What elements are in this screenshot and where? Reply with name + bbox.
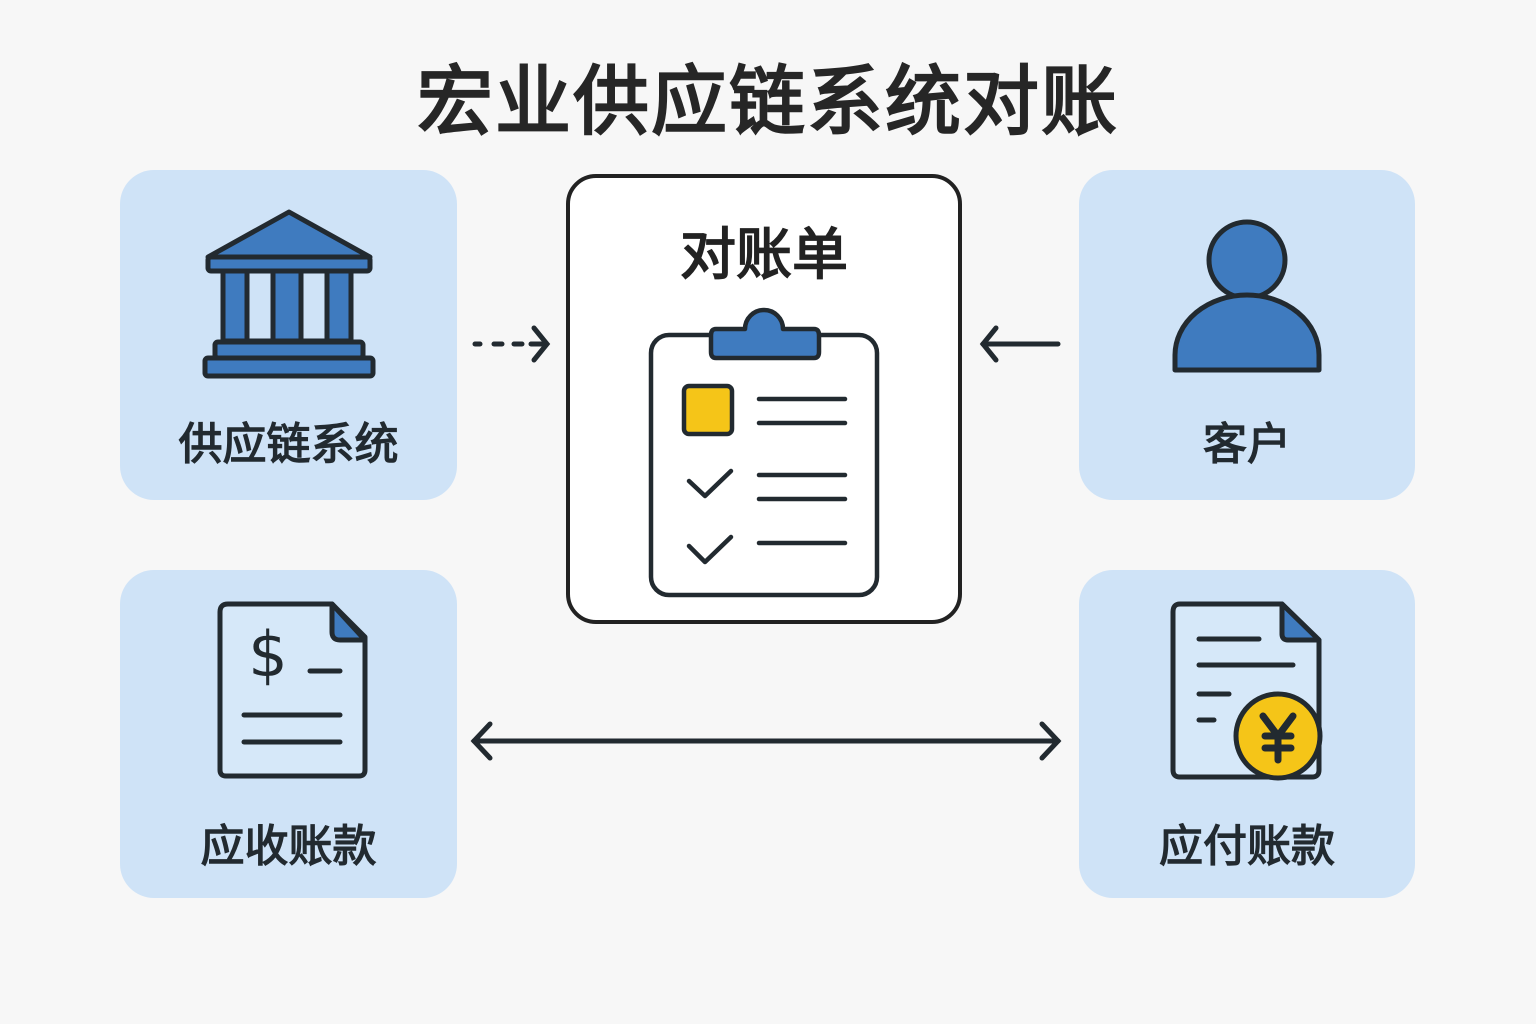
node-label: 客户 <box>1203 419 1291 470</box>
bank-building-icon <box>202 209 376 379</box>
node-supply-chain: 供应链系统 <box>120 170 457 500</box>
node-receivable: $ 应收账款 <box>120 570 457 898</box>
node-label: 供应链系统 <box>178 419 399 470</box>
page-title: 宏业供应链系统对账 <box>417 57 1119 146</box>
yen-document-icon <box>1170 601 1323 781</box>
node-label: 对账单 <box>680 223 848 288</box>
dollar-document-icon: $ <box>217 601 368 779</box>
user-icon <box>1172 219 1322 373</box>
node-label: 应收账款 <box>200 821 377 872</box>
node-label: 应付账款 <box>1159 821 1335 872</box>
node-payable: 应付账款 <box>1079 570 1415 898</box>
svg-text:$: $ <box>248 618 287 691</box>
clipboard-checklist-icon <box>648 307 880 598</box>
node-customer: 客户 <box>1079 170 1415 500</box>
node-statement: 对账单 <box>566 174 962 624</box>
